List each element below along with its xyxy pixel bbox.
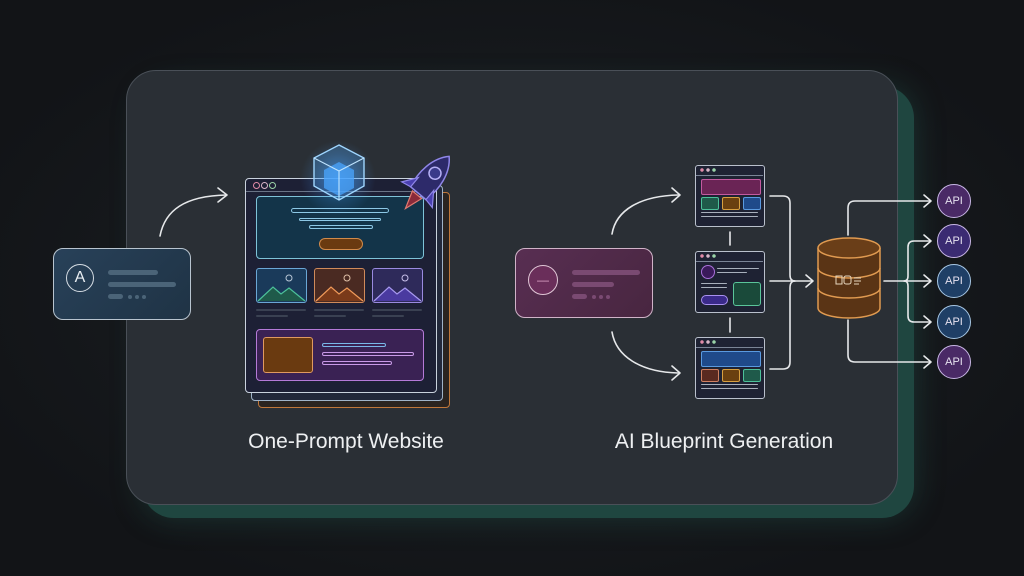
ellipsis-dot	[606, 295, 610, 299]
ellipsis-dot	[592, 295, 596, 299]
avatar: A	[66, 264, 94, 292]
ellipsis-dot	[142, 295, 146, 299]
caption-line	[314, 315, 346, 317]
window-dot-yellow	[261, 182, 268, 189]
text-line	[701, 388, 758, 389]
window-titlebar	[696, 338, 763, 348]
caption-line	[314, 309, 364, 311]
rocket-icon	[400, 155, 450, 210]
window-dot-green	[269, 182, 276, 189]
text-line	[108, 294, 123, 299]
blueprint-window-top	[695, 165, 765, 227]
profile-circle	[701, 265, 715, 279]
section-label-one-prompt-website: One-Prompt Website	[248, 430, 444, 453]
tile	[701, 369, 719, 382]
ellipsis-dot	[599, 295, 603, 299]
caption-line	[372, 315, 404, 317]
tile	[722, 369, 740, 382]
caption-line	[256, 315, 288, 317]
header-block	[701, 179, 761, 195]
window-dots	[700, 340, 720, 344]
window-dot-red	[253, 182, 260, 189]
avatar-letter: A	[74, 269, 86, 286]
hero-line	[299, 218, 381, 221]
feature-line	[322, 352, 414, 356]
text-line	[701, 212, 758, 213]
api-node: API	[937, 184, 971, 218]
tile	[743, 369, 761, 382]
feature-image	[263, 337, 313, 373]
database-icon	[817, 237, 881, 319]
feature-section	[256, 329, 424, 381]
mountain-image-icon	[315, 274, 364, 302]
text-line	[717, 268, 759, 269]
cta-button	[319, 238, 363, 250]
ellipsis-dot	[135, 295, 139, 299]
website-mockup	[240, 140, 480, 410]
caption-line	[372, 309, 422, 311]
feature-line	[322, 343, 386, 347]
api-node: API	[937, 345, 971, 379]
pill-button	[701, 295, 728, 305]
section-label-ai-blueprint-generation: AI Blueprint Generation	[614, 430, 834, 453]
blueprint-prompt-card: —	[515, 248, 653, 318]
text-line	[108, 270, 158, 275]
tile	[701, 197, 719, 210]
avatar-symbol: —	[537, 273, 549, 287]
api-node: API	[937, 305, 971, 339]
text-line	[572, 282, 614, 287]
text-line	[572, 294, 587, 299]
text-line	[108, 282, 176, 287]
image-card	[314, 268, 365, 303]
blueprint-window-bottom	[695, 337, 765, 399]
text-line	[701, 216, 758, 217]
window-titlebar	[696, 166, 763, 176]
feature-line	[322, 361, 392, 365]
window-dots	[700, 168, 720, 172]
mountain-image-icon	[373, 274, 422, 302]
text-line	[701, 384, 758, 385]
api-node: API	[937, 264, 971, 298]
window-titlebar	[696, 252, 763, 262]
text-line	[717, 272, 747, 273]
caption-line	[256, 309, 306, 311]
header-block	[701, 351, 761, 367]
text-line	[701, 283, 727, 284]
media-block	[733, 282, 761, 306]
image-card	[372, 268, 423, 303]
hero-line	[309, 225, 373, 229]
window-dots	[700, 254, 720, 258]
avatar: —	[528, 265, 558, 295]
mountain-image-icon	[257, 274, 306, 302]
image-card	[256, 268, 307, 303]
ellipsis-dot	[128, 295, 132, 299]
tile	[743, 197, 761, 210]
text-line	[701, 287, 727, 288]
tile	[722, 197, 740, 210]
prompt-card: A	[53, 248, 191, 320]
text-line	[572, 270, 640, 275]
cube-icon	[313, 144, 365, 201]
api-node: API	[937, 224, 971, 258]
blueprint-window-middle	[695, 251, 765, 313]
